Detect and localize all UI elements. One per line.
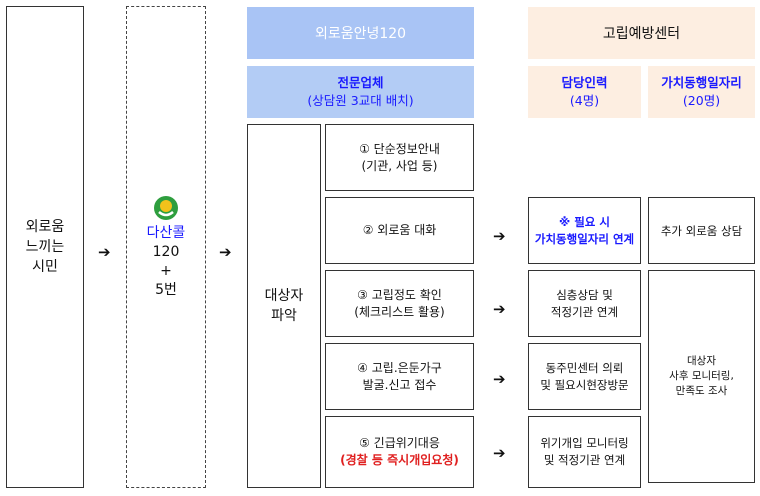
- target-line1: 대상자: [264, 288, 304, 304]
- step-line1: ③ 고립정도 확인: [357, 287, 442, 302]
- step-2-loneliness-talk: ② 외로움 대화: [325, 197, 474, 264]
- specialist-subtitle: (상담원 3교대 배치): [307, 93, 414, 108]
- citizen-line3: 시민: [32, 259, 58, 275]
- citizen-box: 외로움 느끼는 시민: [6, 6, 84, 488]
- dasan-call-box: 다산콜 120 + 5번: [126, 6, 206, 488]
- step-line2: (기관, 사업 등): [361, 158, 438, 173]
- manager-subtitle: (4명): [569, 93, 600, 108]
- action-line1: ※ 필요 시: [559, 214, 610, 229]
- step-line1: ① 단순정보안내: [359, 141, 440, 156]
- manager-title: 담당인력: [561, 75, 608, 90]
- step-5-emergency-response: ⑤ 긴급위기대응 (경찰 등 즉시개입요청): [325, 416, 474, 488]
- step-line2: (체크리스트 활용): [354, 304, 445, 319]
- dasan-number: 120: [152, 243, 180, 260]
- action-crisis-monitoring: 위기개입 모니터링 및 적정기관 연계: [528, 416, 641, 488]
- extra-consult-label: 추가 외로움 상담: [660, 223, 743, 238]
- step-line2: (경찰 등 즉시개입요청): [340, 453, 459, 467]
- step-line1: ② 외로움 대화: [362, 223, 437, 237]
- action-line1: 위기개입 모니터링: [540, 436, 629, 450]
- dasan-logo-icon: [154, 195, 178, 220]
- action-line2: 가치동행일자리 연계: [534, 231, 635, 246]
- action-community-center: 동주민센터 의뢰 및 필요시현장방문: [528, 343, 641, 410]
- extra-consult-box: 추가 외로움 상담: [648, 197, 755, 264]
- action-in-depth-consult: 심층상담 및 적정기관 연계: [528, 270, 641, 337]
- header-isolation-center: 고립예방센터: [528, 7, 755, 59]
- value-jobs-box: 가치동행일자리 (20명): [648, 66, 755, 118]
- specialist-box: 전문업체 (상담원 3교대 배치): [247, 66, 474, 118]
- followup-line1: 대상자: [687, 355, 716, 367]
- value-jobs-title: 가치동행일자리: [661, 75, 742, 90]
- step-line1: ④ 고립.은둔가구: [357, 360, 442, 375]
- header-loneliness-hello: 외로움안녕120: [247, 7, 474, 59]
- step-1-simple-info: ① 단순정보안내 (기관, 사업 등): [325, 124, 474, 191]
- citizen-line1: 외로움: [25, 219, 65, 235]
- manager-box: 담당인력 (4명): [528, 66, 641, 118]
- value-jobs-subtitle: (20명): [682, 93, 721, 108]
- followup-box: 대상자 사후 모니터링, 만족도 조사: [648, 270, 755, 483]
- action-line1: 심층상담 및: [556, 287, 613, 302]
- action-value-jobs-link: ※ 필요 시 가치동행일자리 연계: [528, 197, 641, 264]
- step-line1: ⑤ 긴급위기대응: [359, 436, 440, 450]
- header-right-title: 고립예방센터: [602, 26, 681, 42]
- action-line1: 동주민센터 의뢰: [545, 360, 624, 375]
- citizen-line2: 느끼는: [25, 239, 65, 255]
- specialist-title: 전문업체: [337, 75, 384, 90]
- target-identification-box: 대상자 파악: [247, 124, 321, 488]
- action-line2: 및 적정기관 연계: [543, 453, 626, 467]
- dasan-name: 다산콜: [146, 224, 186, 241]
- header-left-title: 외로움안녕120: [314, 26, 407, 42]
- arrow-citizen-to-dasan: ➔: [98, 243, 111, 261]
- step-3-isolation-check: ③ 고립정도 확인 (체크리스트 활용): [325, 270, 474, 337]
- action-line2: 적정기관 연계: [550, 304, 619, 319]
- arrow-step5: ➔: [493, 444, 506, 462]
- step-4-household-report: ④ 고립.은둔가구 발굴.신고 접수: [325, 343, 474, 410]
- arrow-step3: ➔: [493, 300, 506, 318]
- followup-line2: 사후 모니터링,: [669, 370, 734, 382]
- dasan-plus: +: [160, 262, 172, 279]
- dasan-ext: 5번: [155, 281, 177, 298]
- arrow-dasan-to-target: ➔: [219, 243, 232, 261]
- arrow-step2: ➔: [493, 227, 506, 245]
- action-line2: 및 필요시현장방문: [540, 377, 629, 392]
- arrow-step4: ➔: [493, 370, 506, 388]
- step-line2: 발굴.신고 접수: [362, 377, 437, 392]
- target-line2: 파악: [271, 308, 297, 324]
- followup-line3: 만족도 조사: [675, 385, 728, 397]
